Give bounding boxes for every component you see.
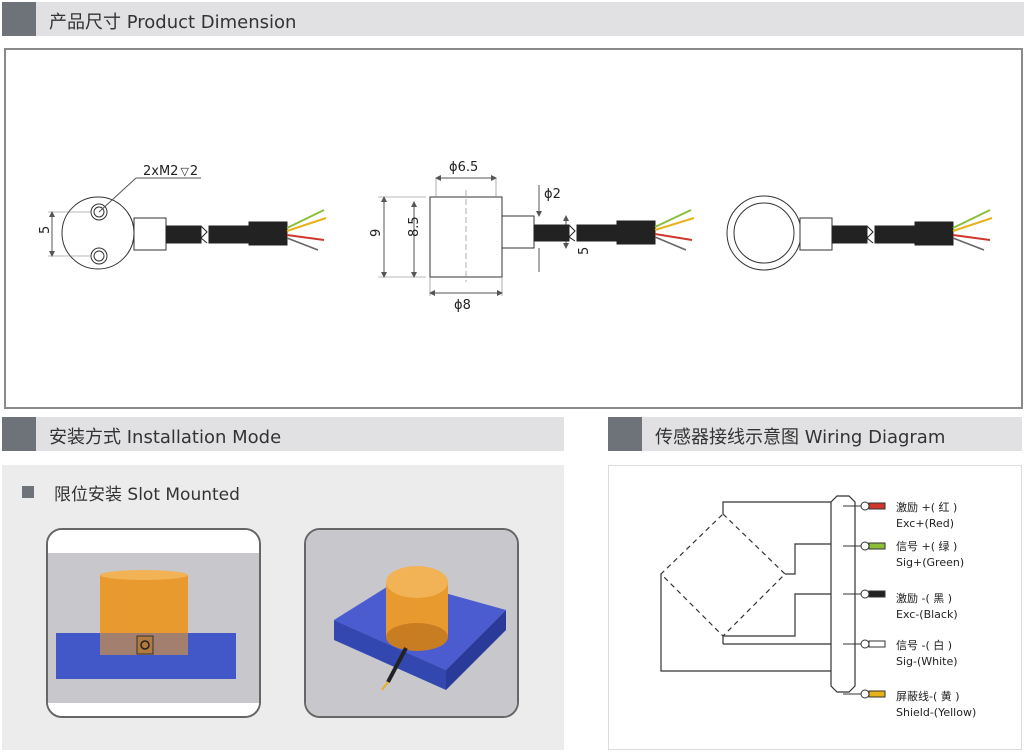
install-photo-perspective (304, 528, 519, 718)
install-photo-front (46, 528, 261, 718)
side-view (378, 175, 569, 296)
dim-total-height: 9 (369, 229, 384, 237)
bottom-view (726, 195, 833, 271)
wire-label-exc-plus-cn: 激励 +( 红 ) (896, 501, 958, 514)
wire-tips (868, 502, 886, 698)
section-title-installation: 安装方式 Installation Mode (49, 427, 282, 448)
installation-subtitle: 限位安装 Slot Mounted (54, 485, 240, 505)
wire-label-sig-minus-en: Sig-(White) (896, 655, 958, 668)
wire-label-shield-en: Shield-(Yellow) (896, 706, 977, 719)
wire-tip (868, 690, 886, 698)
wire-label-exc-plus-en: Exc+(Red) (896, 517, 955, 530)
wiring-diagram (660, 495, 886, 699)
section-header-installation: 安装方式 Installation Mode (2, 417, 564, 451)
dim-body-height: 8.5 (407, 216, 422, 237)
section-header-wiring: 传感器接线示意图 Wiring Diagram (608, 417, 1022, 451)
section-title-dimension: 产品尺寸 Product Dimension (49, 12, 297, 33)
wire-tip (868, 502, 886, 510)
wire-label-sig-plus-cn: 信号 +( 绿 ) (896, 540, 958, 553)
wire-tip (868, 640, 886, 648)
dim-side-height: 5 (38, 226, 53, 234)
wire-tip (868, 542, 886, 550)
dim-mount-holes: 2xM2▽2 (143, 164, 198, 179)
section-title-wiring: 传感器接线示意图 Wiring Diagram (655, 427, 946, 448)
header-marker (2, 2, 36, 36)
wire-label-sig-minus-cn: 信号 -( 白 ) (896, 639, 953, 652)
dim-top-diameter: ϕ6.5 (449, 160, 478, 175)
dim-cable-height: 5 (577, 247, 592, 255)
header-marker (2, 417, 36, 451)
wire-label-exc-minus-cn: 激励 -( 黑 ) (896, 592, 953, 605)
wire-label-exc-minus-en: Exc-(Black) (896, 608, 958, 621)
header-marker (608, 417, 642, 451)
dimension-drawing: 2xM2▽2 5 ϕ6.5 9 8.5 ϕ2 5 ϕ8 (38, 160, 993, 313)
dimension-drawing-panel: 2xM2▽2 5 ϕ6.5 9 8.5 ϕ2 5 ϕ8 (4, 48, 1023, 409)
cable-view-3 (831, 209, 993, 251)
installation-panel: 限位安装 Slot Mounted (2, 465, 564, 750)
wire-label-sig-plus-en: Sig+(Green) (896, 556, 965, 569)
cable-view-2 (533, 209, 695, 251)
wire-label-shield-cn: 屏蔽线-( 黄 ) (896, 690, 960, 703)
wiring-panel: 激励 +( 红 ) Exc+(Red) 信号 +( 绿 ) Sig+(Green… (608, 465, 1022, 750)
top-view (48, 177, 201, 270)
cable-view-1 (165, 209, 327, 251)
terminal-group (843, 501, 870, 699)
bullet-square-icon (22, 486, 34, 498)
dim-base-diameter: ϕ8 (454, 298, 471, 313)
dim-cable-diameter: ϕ2 (544, 187, 561, 202)
wire-tip (868, 590, 886, 598)
section-header-dimension: 产品尺寸 Product Dimension (2, 2, 1024, 36)
